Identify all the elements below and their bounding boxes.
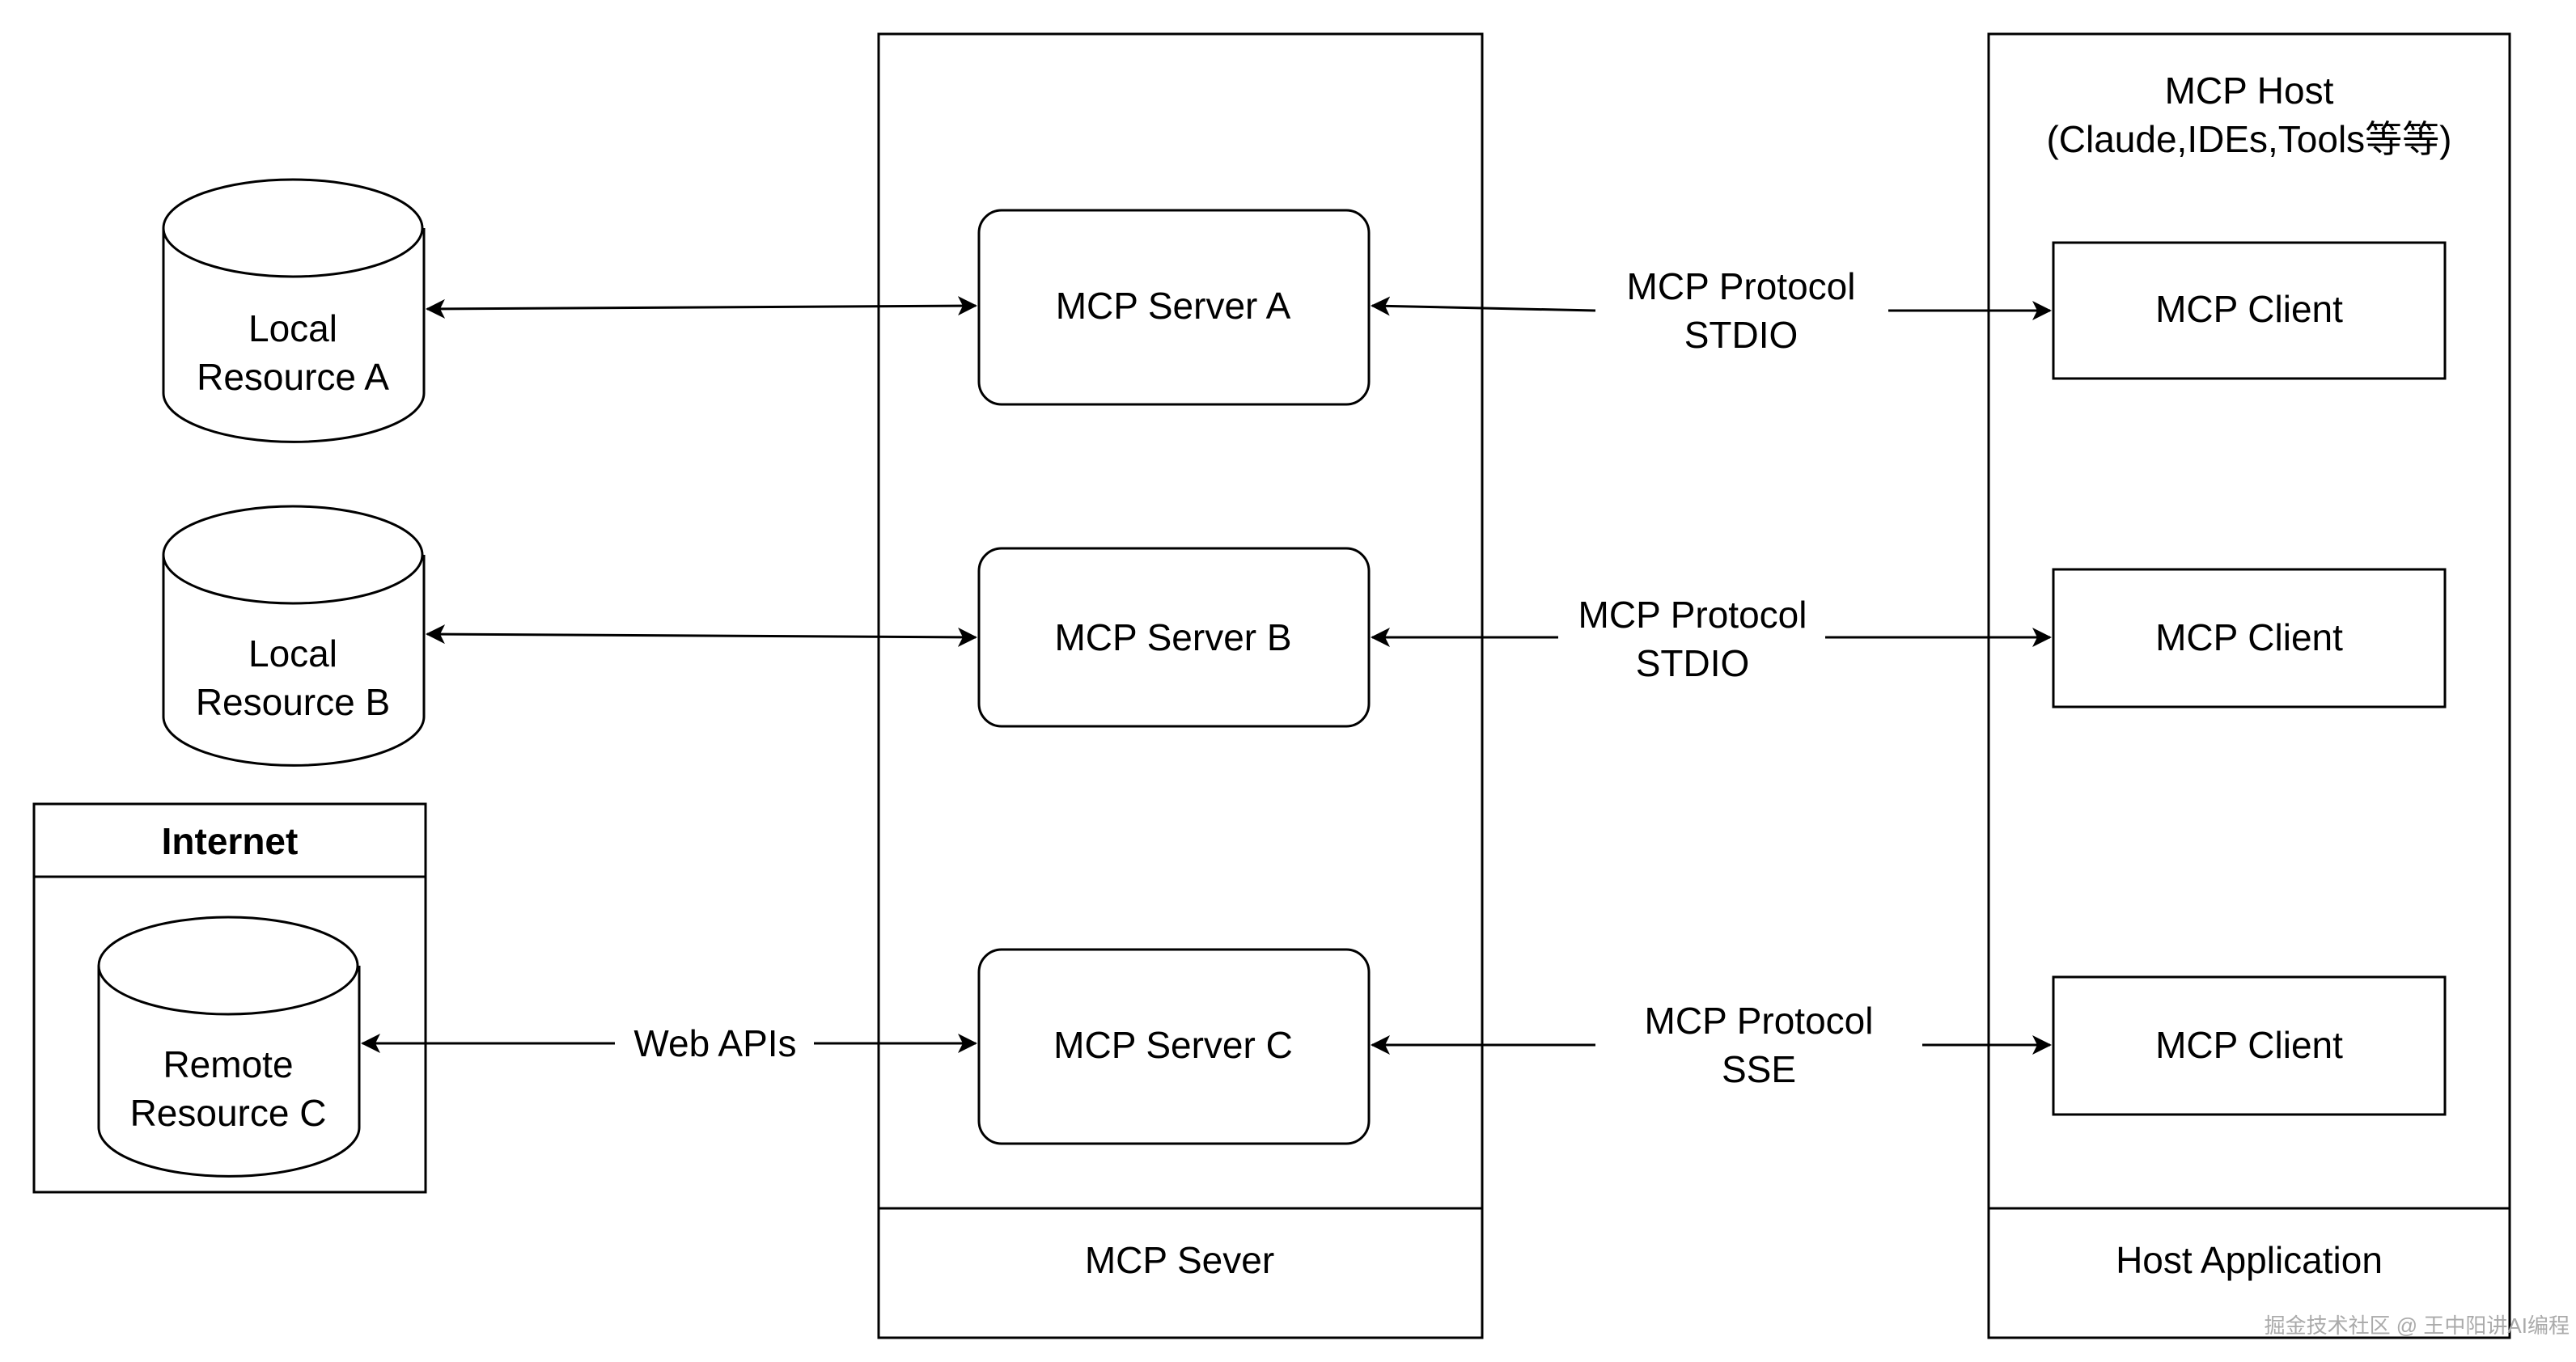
- protocol-c-label-line1: MCP Protocol: [1645, 1000, 1874, 1042]
- protocol-a-label-line2: STDIO: [1684, 314, 1799, 356]
- mcp-host-title: MCP Host: [2165, 70, 2334, 112]
- mcp-server-b-node: MCP Server B: [977, 547, 1371, 728]
- mcp-client-a-node: MCP Client: [2052, 241, 2447, 380]
- protocol-b-label-line2: STDIO: [1636, 642, 1750, 684]
- protocol-b-label-line1: MCP Protocol: [1578, 594, 1807, 636]
- mcp-server-a-label: MCP Server A: [1056, 285, 1291, 327]
- mcp-server-footer-label: MCP Sever: [1085, 1239, 1274, 1281]
- web-apis-label: Web APIs: [633, 1022, 796, 1064]
- edge-resource-a-server-a: [426, 296, 977, 319]
- mcp-client-c-node: MCP Client: [2052, 975, 2447, 1116]
- edge-server-a-protocol-left: [1371, 296, 1596, 316]
- mcp-server-c-label: MCP Server C: [1053, 1024, 1293, 1066]
- protocol-a-label-line1: MCP Protocol: [1627, 265, 1856, 307]
- local-resource-a-label-line2: Resource A: [197, 356, 389, 398]
- mcp-client-b-node: MCP Client: [2052, 568, 2447, 708]
- mcp-server-c-node: MCP Server C: [977, 948, 1371, 1145]
- local-resource-b-database: Local Resource B: [162, 505, 426, 767]
- local-resource-b-label-line1: Local: [248, 632, 337, 675]
- mcp-host-subtitle: (Claude,IDEs,Tools等等): [2046, 118, 2451, 160]
- remote-resource-c-database: Remote Resource C: [97, 916, 361, 1178]
- local-resource-a-database: Local Resource A: [162, 178, 426, 443]
- mcp-server-b-label: MCP Server B: [1054, 616, 1291, 658]
- remote-resource-c-label-line2: Resource C: [130, 1092, 327, 1134]
- mcp-client-c-label: MCP Client: [2155, 1024, 2343, 1066]
- mcp-server-a-node: MCP Server A: [977, 209, 1371, 406]
- watermark: 掘金技术社区 @ 王中阳讲AI编程: [2265, 1313, 2570, 1338]
- remote-resource-c-label-line1: Remote: [163, 1043, 293, 1085]
- protocol-c-label-line2: SSE: [1722, 1048, 1796, 1090]
- local-resource-a-label-line1: Local: [248, 307, 337, 349]
- host-application-footer-label: Host Application: [2116, 1239, 2383, 1281]
- mcp-client-a-label: MCP Client: [2155, 288, 2343, 330]
- internet-title: Internet: [162, 820, 299, 862]
- mcp-client-b-label: MCP Client: [2155, 616, 2343, 658]
- local-resource-b-label-line2: Resource B: [196, 681, 390, 723]
- edge-resource-b-server-b: [426, 624, 977, 647]
